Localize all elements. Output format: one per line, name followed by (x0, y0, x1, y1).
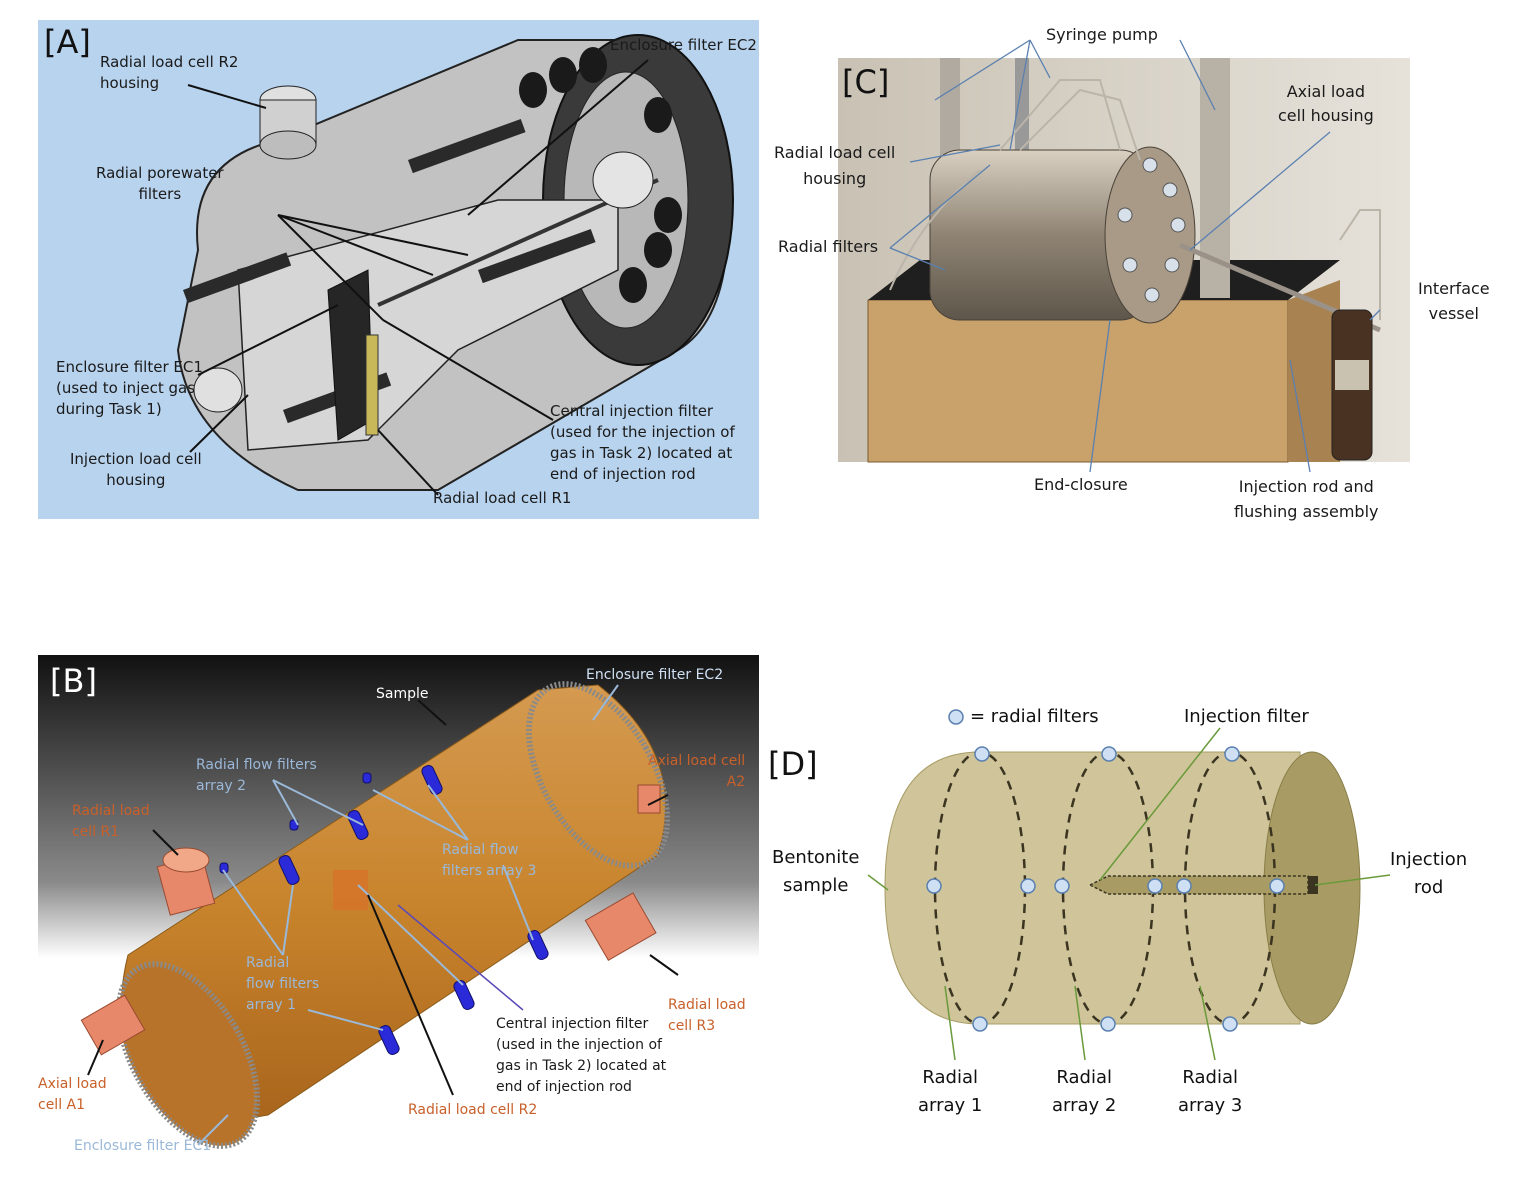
label-b-r1: Radial load cell R1 (72, 803, 150, 840)
label-b-ec1: Enclosure filter EC1 (74, 1138, 212, 1154)
panel-d-drawing (867, 709, 1391, 1061)
label-r2-housing: Radial load cell R2 housing (100, 53, 239, 92)
bolts (519, 47, 682, 303)
panel-a-tag: [A] (44, 23, 91, 61)
label-axial-a2: Axial load cell A2 (648, 753, 746, 790)
label-injection-housing: Injection load cell housing (70, 450, 202, 489)
label-axial-a1: Axial load cell A1 (38, 1076, 107, 1113)
label-syringe-pump: Syringe pump (1046, 25, 1158, 44)
panel-c-photo (838, 39, 1410, 473)
label-d-array2: Radial array 2 (1052, 1067, 1117, 1116)
label-radial-housing: Radial load cell housing (774, 143, 896, 188)
label-ec1: Enclosure filter EC1 (used to inject gas… (56, 358, 203, 418)
label-b-ec2: Enclosure filter EC2 (586, 667, 724, 683)
label-r1: Radial load cell R1 (433, 489, 572, 507)
panel-d-tag: [D] (768, 745, 818, 783)
panel-a-drawing (176, 34, 734, 496)
legend-filter-icon (948, 709, 964, 725)
cylinder (884, 751, 1301, 1025)
radial-filters (926, 709, 1285, 1032)
label-ec2: Enclosure filter EC2 (610, 36, 757, 54)
label-array2: Radial flow filters array 2 (196, 757, 317, 794)
label-array3: Radial flow filters array 3 (442, 842, 537, 879)
panel-c-tag: [C] (842, 63, 890, 101)
label-radial-filters: Radial filters (778, 237, 879, 256)
panel-b-drawing (38, 655, 759, 1160)
label-legend: = radial filters (970, 706, 1099, 727)
label-r3: Radial load cell R3 (668, 997, 746, 1034)
label-injection-filter: Injection filter (1184, 706, 1309, 727)
panel-a: [A] Radial load cell R2 housing Enclosur… (38, 20, 759, 519)
panel-b: [B] Sample Enclosure filter EC2 Radial f… (38, 655, 759, 1160)
label-d-injection-rod: Injection rod (1390, 849, 1468, 898)
label-axial-housing: Axial load cell housing (1278, 82, 1374, 125)
label-b-r2: Radial load cell R2 (408, 1102, 538, 1118)
panel-c: [C] Syringe pump Axial load cell housing… (760, 20, 1520, 530)
label-porewater-filters: Radial porewater filters (96, 164, 224, 203)
label-injection-rod: Injection rod and flushing assembly (1234, 477, 1379, 521)
panel-b-tag: [B] (50, 662, 97, 700)
label-bentonite: Bentonite sample (772, 847, 860, 896)
label-d-array3: Radial array 3 (1178, 1067, 1243, 1116)
panel-d: [D] = radial filters Injection filter Be… (760, 680, 1530, 1150)
label-central-filter: Central injection filter (used for the i… (550, 402, 735, 483)
label-interface-vessel: Interface vessel (1418, 279, 1490, 323)
label-end-closure: End-closure (1034, 475, 1128, 494)
label-b-central-filter: Central injection filter (used in the in… (496, 1016, 667, 1095)
label-array1: Radial flow filters array 1 (246, 955, 320, 1013)
label-sample: Sample (376, 686, 429, 702)
label-d-array1: Radial array 1 (918, 1067, 983, 1116)
